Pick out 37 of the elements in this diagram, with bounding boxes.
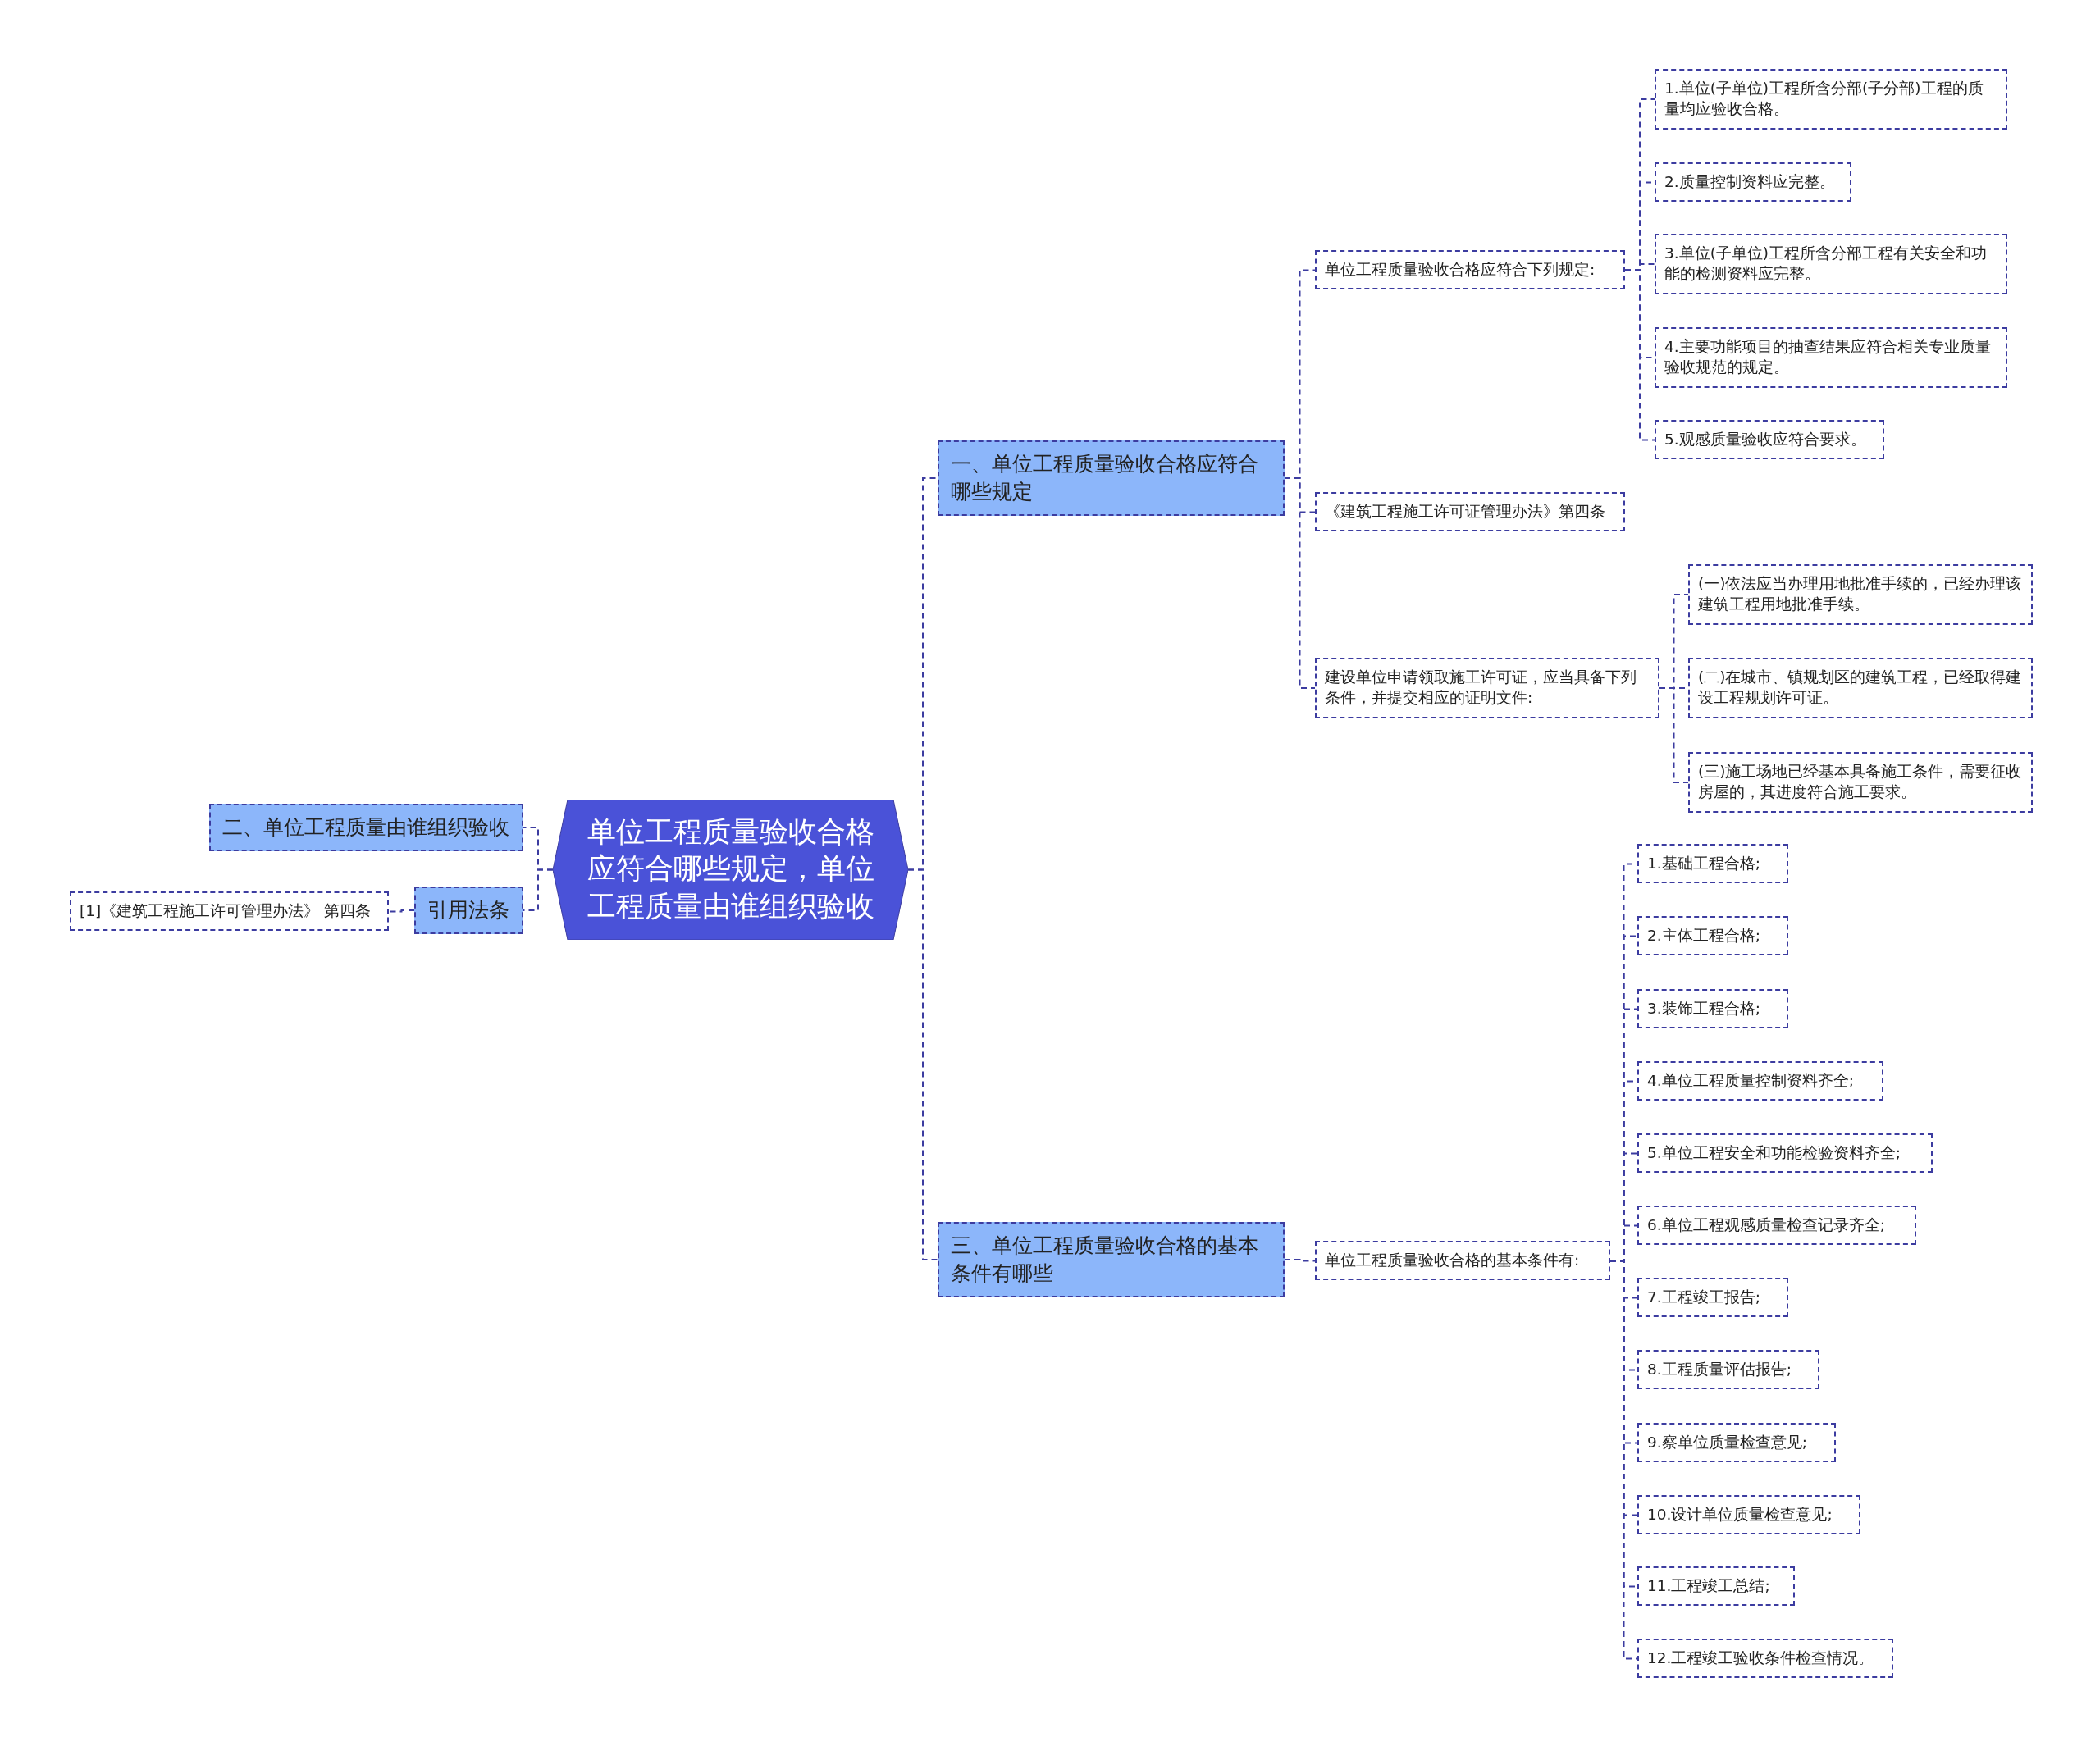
topic-text: 单位工程质量验收合格应符合哪些规定，单位工程质量由谁组织验收 [586, 814, 875, 924]
subtopic: 11.工程竣工总结; [1637, 1566, 1795, 1607]
branch-topic: 一、单位工程质量验收合格应符合哪些规定 [938, 440, 1285, 516]
branch-topic: 二、单位工程质量由谁组织验收 [209, 804, 523, 851]
subtopic: (一)依法应当办理用地批准手续的，已经办理该建筑工程用地批准手续。 [1688, 564, 2033, 625]
subtopic: (三)施工场地已经基本具备施工条件，需要征收房屋的，其进度符合施工要求。 [1688, 752, 2033, 813]
subtopic: (二)在城市、镇规划区的建筑工程，已经取得建设工程规划许可证。 [1688, 658, 2033, 718]
branch-topic: 引用法条 [414, 887, 523, 934]
connector-line [1659, 687, 1689, 783]
subtopic: 3.单位(子单位)工程所含分部工程有关安全和功能的检测资料应完整。 [1655, 234, 2007, 294]
central-topic-hexagon [553, 799, 908, 940]
subtopic: 3.装饰工程合格; [1637, 988, 1788, 1029]
subtopic: 9.察单位质量检查意见; [1637, 1422, 1836, 1463]
connector-line [388, 909, 415, 913]
subtopic: 1.基础工程合格; [1637, 843, 1788, 884]
subtopic: 5.观感质量验收应符合要求。 [1655, 419, 1884, 460]
subtopic: 2.主体工程合格; [1637, 915, 1788, 956]
subtopic: 2.质量控制资料应完整。 [1655, 162, 1851, 203]
subtopic: 12.工程竣工验收条件检查情况。 [1637, 1638, 1893, 1679]
connector-line [1284, 477, 1316, 689]
subtopic: 1.单位(子单位)工程所含分部(子分部)工程的质量均应验收合格。 [1655, 69, 2007, 130]
subtopic: [1]《建筑工程施工许可管理办法》 第四条 [70, 891, 389, 932]
subtopic: 4.单位工程质量控制资料齐全; [1637, 1060, 1883, 1101]
subtopic: 建设单位申请领取施工许可证，应当具备下列条件，并提交相应的证明文件: [1315, 658, 1659, 718]
subtopic: 单位工程质量验收合格的基本条件有: [1315, 1240, 1610, 1281]
subtopic: 《建筑工程施工许可证管理办法》第四条 [1315, 491, 1625, 532]
subtopic: 10.设计单位质量检查意见; [1637, 1494, 1860, 1535]
subtopic: 7.工程竣工报告; [1637, 1277, 1788, 1318]
connector-line [907, 868, 938, 1260]
subtopic: 4.主要功能项目的抽查结果应符合相关专业质量验收规范的规定。 [1655, 327, 2007, 388]
subtopic: 6.单位工程观感质量检查记录齐全; [1637, 1205, 1916, 1246]
connector-line [1284, 1259, 1316, 1262]
subtopic: 5.单位工程安全和功能检验资料齐全; [1637, 1133, 1933, 1174]
subtopic: 8.工程质量评估报告; [1637, 1349, 1819, 1390]
branch-topic: 三、单位工程质量验收合格的基本条件有哪些 [938, 1222, 1285, 1297]
subtopic: 单位工程质量验收合格应符合下列规定: [1315, 249, 1625, 290]
connector-line [1624, 269, 1655, 441]
